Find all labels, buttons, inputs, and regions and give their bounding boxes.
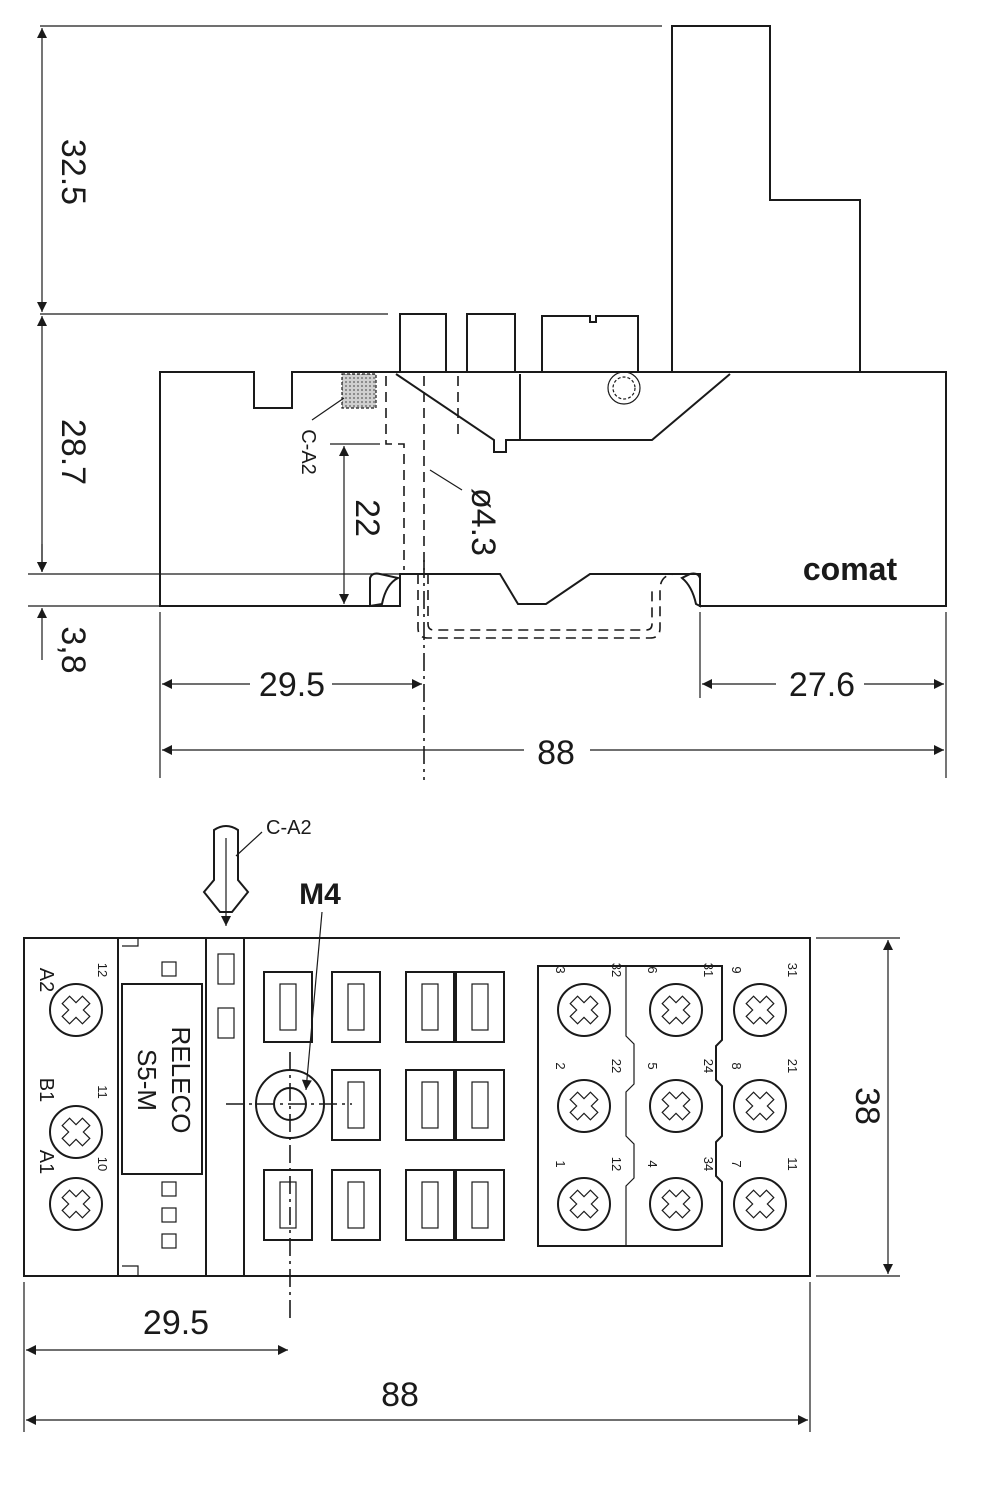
relay-terminal-number: 2 — [553, 1062, 568, 1069]
dim-rail: 22 — [348, 499, 386, 537]
dim-total-side: 88 — [537, 734, 575, 772]
terminal-number-left: 12 — [95, 963, 110, 977]
side-view: 32.5 28.7 3,8 22 ø4.3 C-A2 comat 29.5 27… — [28, 25, 947, 780]
terminal-screw-relay — [557, 1079, 611, 1133]
terminal-label-left: B1 — [35, 1078, 57, 1102]
relay-terminal-number: 24 — [701, 1059, 716, 1073]
relay-terminal-number: 3 — [553, 966, 568, 973]
relay-terminal-number: 22 — [609, 1059, 624, 1073]
relay-terminal-number: 1 — [553, 1160, 568, 1167]
relay-terminal-number: 32 — [609, 963, 624, 977]
terminal-label-left: A2 — [35, 968, 57, 992]
contact-slot — [405, 1069, 455, 1141]
brand-logo: comat — [803, 551, 898, 587]
dim-height-mid: 28.7 — [54, 419, 92, 485]
contact-slot — [263, 971, 313, 1043]
label-clamp-side: C-A2 — [297, 429, 319, 475]
dim-height-top: 32.5 — [54, 139, 92, 205]
dim-height-topview: 38 — [848, 1087, 886, 1125]
terminal-screw-relay — [557, 983, 611, 1037]
terminal-screw-relay — [557, 1177, 611, 1231]
connector-2 — [466, 313, 516, 373]
relay-terminal-number: 21 — [785, 1059, 800, 1073]
dim-left-topview: 29.5 — [143, 1304, 209, 1342]
contact-slot — [455, 971, 505, 1043]
screw-circle — [607, 371, 641, 405]
relay-terminal-number: 31 — [701, 963, 716, 977]
relay-terminal-number: 5 — [645, 1062, 660, 1069]
contact-slot — [331, 971, 381, 1043]
terminal-screw-relay — [733, 1079, 787, 1133]
contact-slot — [331, 1169, 381, 1241]
label-screw: M4 — [299, 878, 341, 911]
module-housing — [121, 983, 203, 1175]
terminal-screw-relay — [649, 1079, 703, 1133]
contact-slot — [455, 1069, 505, 1141]
terminal-screw-left — [49, 1177, 103, 1231]
dim-height-bottom: 3,8 — [54, 626, 92, 673]
dim-right-side: 27.6 — [789, 666, 855, 704]
module-line1: RELECO — [166, 1027, 196, 1134]
contact-slot — [331, 1069, 381, 1141]
relay-outline — [671, 25, 861, 372]
relay-terminal-number: 31 — [785, 963, 800, 977]
relay-terminal-number: 9 — [729, 966, 744, 973]
relay-terminal-number: 8 — [729, 1062, 744, 1069]
terminal-screw-relay — [649, 1177, 703, 1231]
relay-terminal-number: 7 — [729, 1160, 744, 1167]
terminal-number-left: 11 — [95, 1085, 110, 1099]
module-line2: S5-M — [132, 1049, 162, 1111]
connector-3 — [541, 315, 639, 372]
terminal-screw-relay — [733, 1177, 787, 1231]
relay-terminal-number: 4 — [645, 1160, 660, 1167]
dim-total-topview: 88 — [381, 1376, 419, 1414]
socket-top-body — [23, 937, 811, 1277]
connector-1 — [399, 313, 447, 373]
clamp-pocket — [341, 373, 377, 409]
terminal-screw-relay — [649, 983, 703, 1037]
terminal-screw-left — [49, 983, 103, 1037]
relay-terminal-block — [537, 965, 723, 1247]
terminal-screw-relay — [733, 983, 787, 1037]
contact-slot — [405, 971, 455, 1043]
socket-body — [159, 371, 947, 607]
contact-slot — [455, 1169, 505, 1241]
relay-terminal-number: 34 — [701, 1157, 716, 1171]
contact-slot — [263, 1169, 313, 1241]
relay-terminal-number: 6 — [645, 966, 660, 973]
clamp-tool — [202, 825, 250, 913]
relay-terminal-number: 11 — [785, 1157, 800, 1171]
terminal-number-left: 10 — [95, 1157, 110, 1171]
terminal-label-left: A1 — [35, 1150, 57, 1174]
relay-terminal-number: 12 — [609, 1157, 624, 1171]
label-clamp-top: C-A2 — [266, 817, 312, 839]
dim-left-side: 29.5 — [259, 666, 325, 704]
terminal-screw-left — [49, 1105, 103, 1159]
contact-slot — [405, 1169, 455, 1241]
dim-hole: ø4.3 — [464, 488, 502, 556]
